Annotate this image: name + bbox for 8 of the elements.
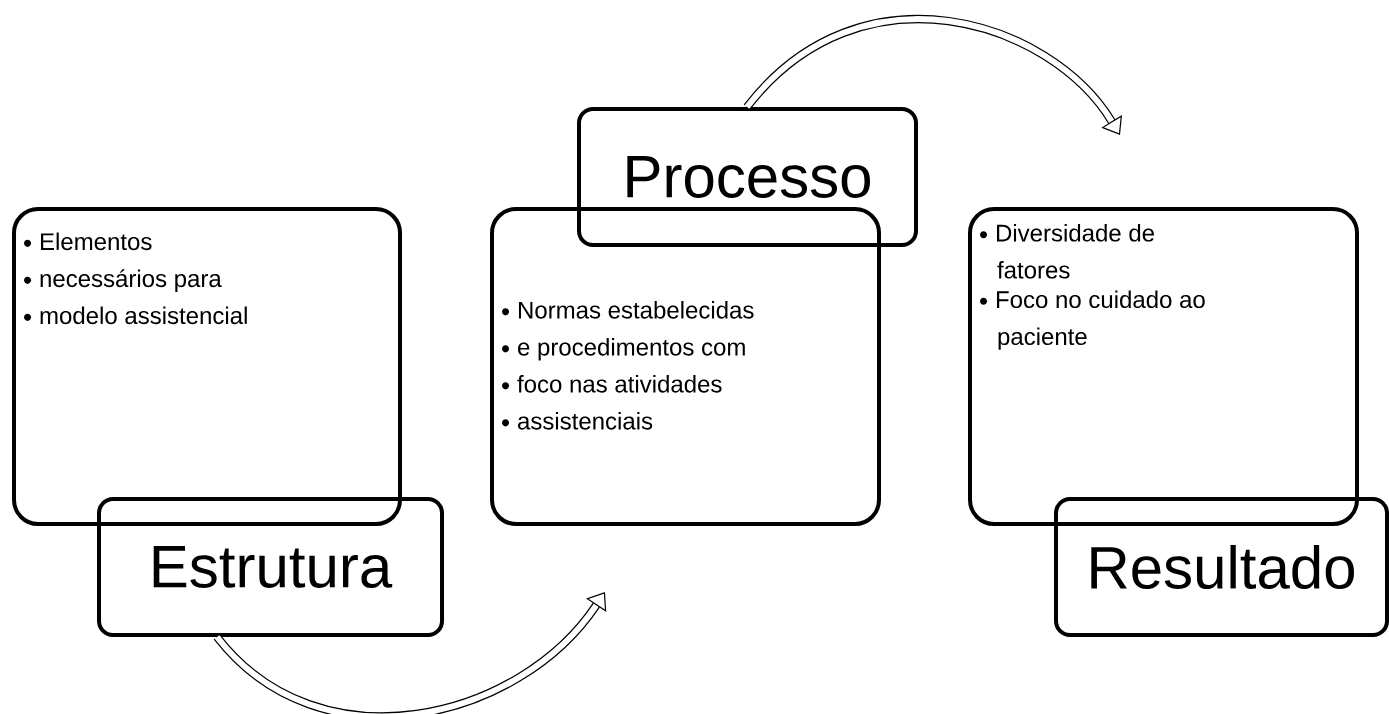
- content-box: Normas estabelecidas e procedimentos com foco nas atividades assistenciais: [490, 207, 881, 526]
- content-box: Diversidade de fatores Foco no cuidado ao paciente: [968, 207, 1359, 526]
- title-box: Estrutura: [97, 497, 444, 637]
- title-box: Resultado: [1054, 497, 1389, 637]
- content-box: Elementos necessários para modelo assistencial: [12, 207, 402, 526]
- title-box: Processo: [577, 107, 918, 247]
- curved-arrow: [213, 592, 607, 714]
- curved-arrow: [743, 15, 1123, 135]
